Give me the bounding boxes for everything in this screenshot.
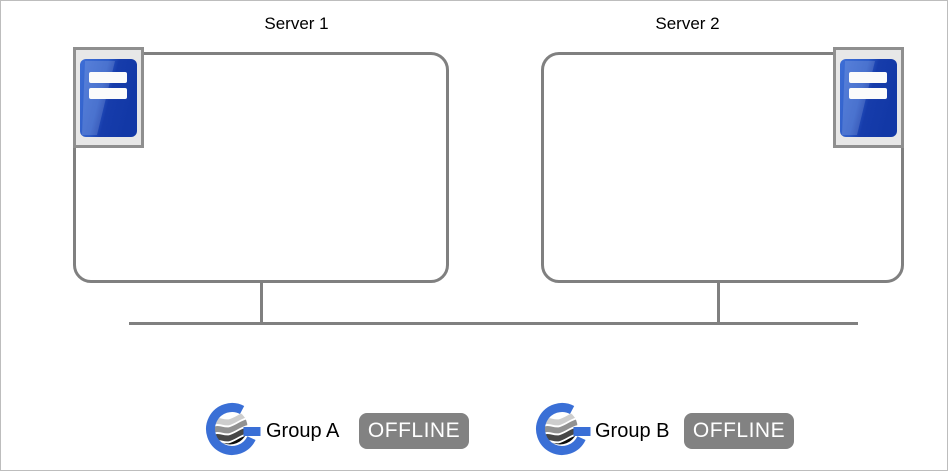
server-tower-icon [73,47,144,148]
group-a-label: Group A [266,420,340,442]
group-globe-icon [205,400,261,459]
group-b-status-badge: OFFLINE [684,413,794,449]
network-bus-line [129,322,858,325]
server-tower-icon [833,47,904,148]
group-globe-icon [535,400,591,459]
server-2-network-connector-line [717,282,720,323]
server-1-label: Server 1 [264,14,329,33]
server-1-network-connector-line [260,282,263,323]
group-b-label: Group B [595,420,670,442]
server-2-label: Server 2 [655,14,720,33]
group-a-status-badge: OFFLINE [359,413,469,449]
